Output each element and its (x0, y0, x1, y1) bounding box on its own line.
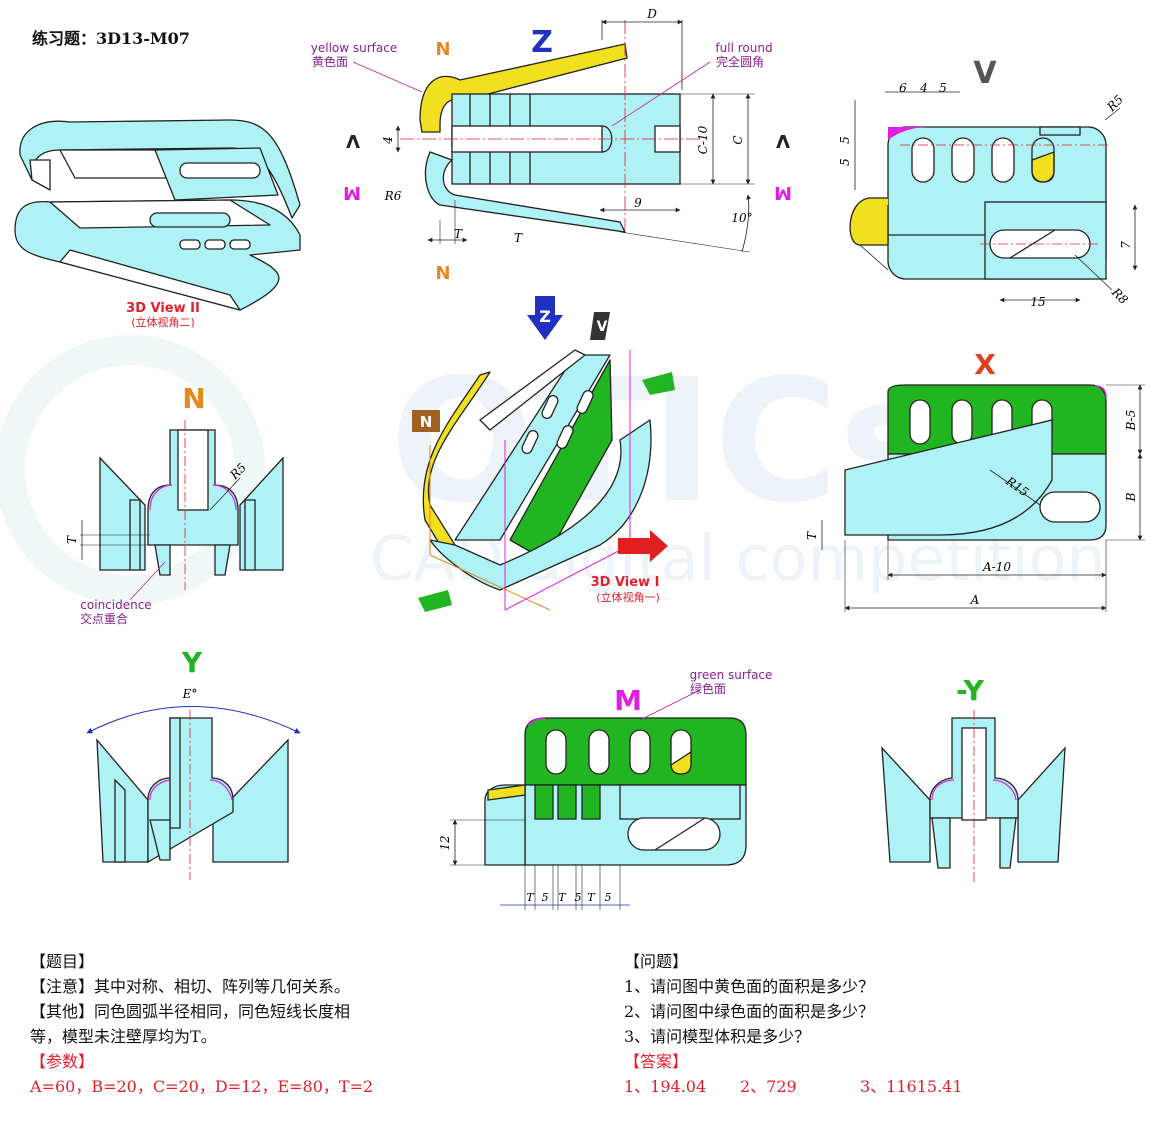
full-round-cn: 完全圆角 (716, 54, 764, 69)
problem-other-1: 【其他】同色圆弧半径相同，同色短线长度相 (30, 1002, 351, 1021)
view-z (352, 19, 755, 253)
side-m-right: M (774, 182, 792, 203)
page-title: 练习题：3D13-M07 (32, 29, 190, 48)
dim-c: C (731, 135, 745, 144)
dim-r8: R8 (1108, 285, 1131, 308)
dim-t-x: T (805, 531, 819, 540)
dim-t-m1: T (526, 891, 535, 904)
question-2: 2、请问图中绿色面的面积是多少？ (624, 1002, 875, 1021)
side-n-top: N (435, 37, 450, 58)
dim-b: B (1124, 492, 1138, 502)
dim-5-m3: 5 (605, 891, 612, 904)
view-v (849, 91, 1138, 303)
yellow-surface-en: yellow surface (311, 41, 397, 55)
dim-10deg: 10° (731, 211, 752, 225)
iso-v: V (597, 319, 608, 335)
dim-t-z: T (454, 227, 463, 241)
dim-t-m2: T (558, 891, 567, 904)
dim-6: 6 (899, 81, 907, 95)
answer-2: 2、729 (740, 1077, 797, 1096)
dim-r5-v: R5 (1104, 92, 1126, 114)
view-3d-i (422, 349, 652, 611)
iso-z: Z (539, 307, 551, 326)
answer-1: 1、194.04 (624, 1077, 707, 1096)
dim-5v1: 5 (838, 136, 852, 144)
yellow-surface-cn: 黄色面 (312, 55, 348, 69)
params-values: A=60，B=20，C=20，D=12，E=80，T=2 (30, 1077, 374, 1096)
view-m (450, 689, 747, 910)
label-m: M (614, 684, 642, 717)
dim-4: 4 (381, 136, 395, 145)
dim-b-5: B-5 (1124, 410, 1138, 432)
coincidence-en: coincidence (80, 598, 151, 612)
params-title: 【参数】 (30, 1052, 95, 1071)
side-v-right: V (776, 130, 790, 151)
label-n: N (182, 382, 205, 415)
dim-e: E° (182, 687, 198, 701)
green-surface-en: green surface (690, 668, 773, 682)
view-n (80, 420, 284, 601)
dim-5-m1: 5 (542, 891, 549, 904)
dim-4b: 4 (919, 81, 928, 95)
questions-title: 【问题】 (624, 952, 689, 971)
dim-r6: R6 (384, 189, 402, 203)
coincidence-cn: 交点重合 (80, 611, 128, 626)
label-v: V (973, 56, 997, 91)
view-y (86, 706, 301, 880)
dim-9: 9 (634, 196, 642, 210)
answer-title: 【答案】 (624, 1052, 689, 1071)
side-n-bottom: N (435, 261, 450, 282)
dim-t-n: T (65, 535, 79, 544)
dim-7: 7 (1119, 241, 1133, 249)
dim-t-z2: T (514, 231, 523, 245)
dim-15: 15 (1030, 295, 1045, 309)
dim-12: 12 (438, 835, 452, 850)
view-x (821, 384, 1145, 612)
view1-sub: (立体视角一) (596, 590, 660, 604)
dim-5v2: 5 (838, 158, 852, 166)
dim-d: D (646, 7, 657, 21)
view1-label: 3D View I (591, 575, 660, 590)
full-round-en: full round (715, 41, 772, 55)
problem-title: 【题目】 (30, 952, 95, 971)
view-3d-ii (14, 119, 301, 311)
side-m-left: M (343, 182, 361, 203)
iso-n: N (420, 413, 433, 431)
dim-t-m3: T (587, 891, 596, 904)
dim-5: 5 (939, 81, 947, 95)
question-3: 3、请问模型体积是多少？ (624, 1027, 811, 1046)
dim-a-10: A-10 (982, 560, 1011, 574)
dim-c-10: C-10 (696, 125, 710, 154)
side-v-left: V (346, 130, 360, 151)
dim-5-m2: 5 (575, 891, 582, 904)
view2-label: 3D View II (126, 301, 200, 316)
view2-sub: (立体视角二) (131, 315, 195, 329)
answer-3: 3、11615.41 (860, 1077, 963, 1096)
view-neg-y (881, 710, 1066, 882)
view-arrows (412, 296, 675, 612)
label-neg-y: -Y (956, 674, 985, 707)
label-y: Y (181, 646, 203, 679)
dim-a: A (970, 593, 980, 607)
problem-note: 【注意】其中对称、相切、阵列等几何关系。 (30, 977, 351, 996)
question-1: 1、请问图中黄色面的面积是多少？ (624, 977, 875, 996)
problem-other-2: 等，模型未注壁厚均为T。 (30, 1027, 217, 1046)
green-surface-cn: 绿色面 (690, 681, 726, 696)
label-x: X (974, 348, 996, 381)
label-z: Z (531, 25, 553, 60)
